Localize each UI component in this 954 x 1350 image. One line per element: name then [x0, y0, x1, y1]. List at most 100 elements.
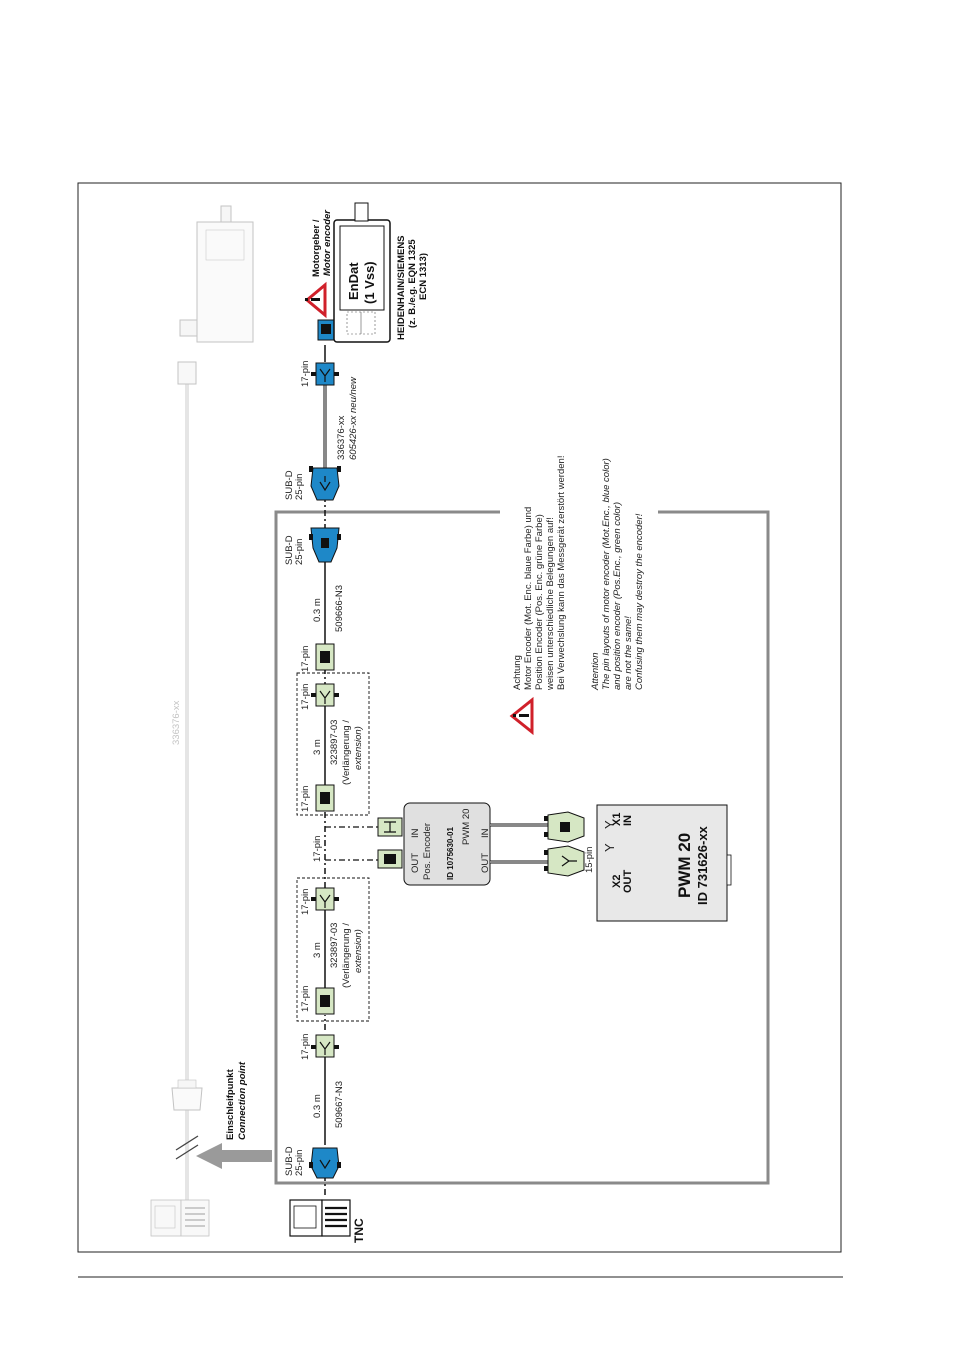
adapter-pwm-in: IN [480, 828, 491, 838]
motor-cable-id: 336376-xx [336, 415, 347, 460]
tnc-label: TNC [352, 1218, 366, 1243]
warning-icon-note [509, 696, 534, 736]
pwm-in-label: IN [622, 815, 634, 826]
pin-label-f: 17-pin [300, 684, 311, 710]
pin-label-motor: 17-pin [300, 361, 311, 387]
pwm20-side-tab [726, 854, 732, 886]
ext-length-1: 3 m [312, 942, 323, 958]
motor-encoder-icon [317, 202, 391, 343]
note-en-line-2: The pin layouts of motor encoder (Mot.En… [601, 458, 612, 690]
pin-label-c: 17-pin [300, 889, 311, 915]
ghost-17pin-connector [177, 361, 197, 385]
pin-label-e: 17-pin [300, 786, 311, 812]
test-setup-frame [274, 510, 770, 1185]
connection-point-arrow [196, 1143, 272, 1169]
cable-id-509667: 509667-N3 [334, 1081, 345, 1128]
subd-label-motor: SUB-D [284, 470, 295, 500]
ext-id-2: 323897-03 [329, 720, 340, 765]
pwm-x1-glyph: Y [602, 820, 617, 829]
ext-en-2: extension) [353, 726, 364, 770]
encoder-manufacturer: HEIDENHAIN/SIEMENS [396, 235, 407, 340]
note-en-line-1: Attention [590, 653, 601, 692]
subd-label-tnc: SUB-D [284, 1146, 295, 1176]
ext-de-2: (Verlängerung / [341, 720, 352, 785]
adapter-box [403, 802, 491, 886]
ghost-motor-icon [179, 205, 254, 343]
cable-id-509666: 509666-N3 [334, 585, 345, 632]
note-en-line-5: Confusing them may destroy the encoder! [634, 513, 645, 690]
note-de-line-3: Position Encoder (Pos. Enc. grüne Farbe) [534, 514, 545, 690]
pin-label-d: 17-pin [312, 836, 323, 862]
note-de-line-2: Motor Encoder (Mot. Enc. blaue Farbe) un… [523, 507, 534, 690]
blue-connector-17pin [311, 362, 339, 386]
green-connector-17pin-f [311, 683, 339, 707]
note-de-line-1: Achtung [512, 655, 523, 690]
encoder-title-en: Motor encoder [322, 209, 333, 276]
adapter-pos-encoder: Pos. Encoder [422, 823, 433, 880]
pin-label-15: 15-pin [584, 847, 595, 873]
vss-label: (1 Vss) [362, 261, 377, 304]
ext-de-1: (Verlängerung / [341, 923, 352, 988]
warning-icon-motor [304, 281, 327, 319]
subd-connector-frame [309, 527, 341, 563]
cable-break-mark-1 [175, 1135, 199, 1151]
pwm-x2-label: X2 [611, 875, 623, 888]
ghost-subd-connector [171, 1087, 203, 1111]
green-connector-17pin-c [311, 887, 339, 911]
ext-length-2: 3 m [312, 739, 323, 755]
adapter-out-label: OUT [410, 853, 421, 873]
subd-pin-label-frame: 25-pin [294, 539, 305, 565]
connection-point-label-de: Einschleifpunkt [225, 1068, 236, 1140]
adapter-pwm-out: OUT [480, 853, 491, 873]
ghost-original-wiring: 336376-xx [150, 205, 254, 1237]
note-en-line-4: are not the same! [623, 616, 634, 690]
pwm-x1-label: X1 [611, 813, 623, 826]
pin-label-a: 17-pin [300, 1034, 311, 1060]
pin-label-g: 17-pin [300, 646, 311, 672]
cable-length-2: 0.3 m [312, 598, 323, 622]
ghost-tnc-icon [150, 1199, 210, 1237]
cable-length-1: 0.3 m [312, 1094, 323, 1118]
tnc-control-icon [289, 1199, 351, 1237]
note-de-line-4: weisen unterschiedliche Belegungen auf! [545, 517, 556, 691]
pwm-connector-x2 [544, 845, 585, 877]
encoder-example-ecn: ECN 1313) [418, 253, 429, 300]
motor-cable-id-new: 605426-xx neu/new [348, 376, 359, 460]
pwm-connector-x1 [544, 811, 585, 843]
green-connector-17pin-b [315, 987, 335, 1015]
note-de-line-5: Bei Verwechslung kann das Messgerät zers… [556, 456, 567, 690]
ext-en-1: extension) [353, 929, 364, 973]
subd-label-frame: SUB-D [284, 535, 295, 565]
pwm-name: PWM 20 [675, 833, 694, 898]
green-connector-17pin-g [315, 643, 335, 671]
subd-pin-label-motor: 25-pin [294, 474, 305, 500]
warning-note-en: Attention The pin layouts of motor encod… [590, 458, 645, 691]
adapter-in-label: IN [410, 828, 421, 838]
endat-label: EnDat [346, 262, 361, 300]
warning-note-de: Achtung Motor Encoder (Mot. Enc. blaue F… [512, 456, 567, 691]
adapter-pwm-name: PWM 20 [461, 809, 472, 845]
subd-connector-tnc [309, 1147, 341, 1179]
encoder-title-de: Motorgeber / [311, 219, 322, 277]
green-connector-17pin-e [315, 784, 335, 812]
pwm20-device [596, 804, 728, 922]
cable-break-mark-2 [175, 1144, 199, 1160]
adapter-connector-in [377, 817, 403, 837]
ext-id-1: 323897-03 [329, 923, 340, 968]
adapter-id: ID 1075630-01 [446, 827, 455, 880]
adapter-pwm-cables [490, 823, 548, 864]
pwm-out-label: OUT [622, 870, 634, 894]
pwm-x2-glyph: Y [602, 843, 617, 852]
connection-point-label-en: Connection point [237, 1061, 248, 1140]
extension-box-2 [296, 672, 370, 816]
subd-pin-label-tnc: 25-pin [294, 1150, 305, 1176]
pwm-id: ID 731626-xx [695, 825, 710, 905]
note-en-line-3: and position encoder (Pos.Enc., green co… [612, 502, 623, 690]
green-connector-17pin-a [311, 1034, 339, 1058]
adapter-connector-out [377, 849, 403, 869]
pin-label-b: 17-pin [300, 986, 311, 1012]
extension-box-1 [296, 877, 370, 1022]
outer-frame [77, 182, 842, 1253]
encoder-example: (z. B./e.g. EQN 1325 [407, 239, 418, 328]
